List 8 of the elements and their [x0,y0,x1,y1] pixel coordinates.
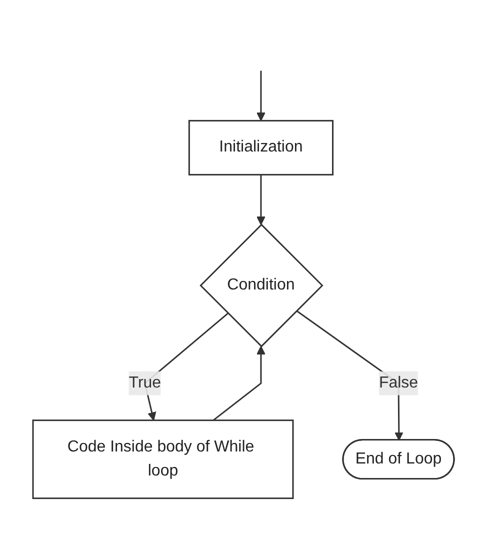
arrow [213,346,266,421]
node-diamond: Condition [200,224,324,348]
node-box: Code Inside body of While loop [32,420,294,500]
edge-label: False [379,374,419,392]
arrow [257,70,266,122]
edge-label: True [129,374,162,392]
arrow [257,174,266,226]
node-box: Initialization [188,120,334,176]
